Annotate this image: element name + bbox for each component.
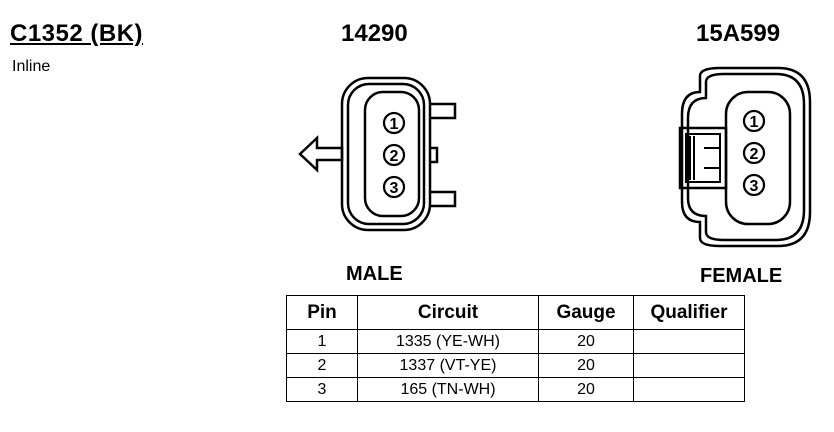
female-pin-1-label: 1 [750,114,759,131]
cell-qualifier [633,353,745,378]
male-latch-bottom [430,190,457,208]
header-circuit: Circuit [357,295,539,330]
connector-title: C1352 (BK) [10,20,144,47]
cell-circuit: 1335 (YE-WH) [357,329,539,354]
cell-qualifier [633,377,745,402]
cell-gauge: 20 [538,329,634,354]
female-pin-3-label: 3 [750,178,759,195]
male-pin-2 [382,143,406,167]
female-pin-2 [742,141,766,165]
cell-pin: 2 [286,353,358,378]
header-gauge: Gauge [538,295,634,330]
female-pin-3 [742,173,766,197]
cell-gauge: 20 [538,377,634,402]
male-latch-top [430,102,457,120]
female-housing-inner [686,72,806,242]
female-label: FEMALE [700,265,783,287]
table-row: 1 1335 (YE-WH) 20 [286,329,745,354]
table-row: 3 165 (TN-WH) 20 [286,377,745,402]
male-pin-1-label: 1 [390,116,399,133]
male-part-number: 14290 [341,20,408,47]
cell-circuit: 1337 (VT-YE) [357,353,539,378]
header-pin: Pin [286,295,358,330]
table-header-row: Pin Circuit Gauge Qualifier [286,295,745,330]
cell-gauge: 20 [538,353,634,378]
connector-location: Inline [12,58,51,75]
male-connector-diagram: 1 2 3 [298,76,457,232]
table-row: 2 1337 (VT-YE) 20 [286,353,745,378]
pinout-table: Pin Circuit Gauge Qualifier 1 1335 (YE-W… [286,295,745,402]
female-lock-tab [678,126,728,190]
female-lock-tab-inner [685,133,721,183]
cell-qualifier [633,329,745,354]
cell-pin: 3 [286,377,358,402]
female-pin-1 [742,109,766,133]
female-part-number: 15A599 [696,20,781,47]
male-pin-2-label: 2 [390,148,399,165]
male-pin-cavity [363,90,421,218]
male-pin-3-label: 3 [390,180,399,197]
male-label: MALE [346,263,403,285]
female-pin-2-label: 2 [750,146,759,163]
header-qualifier: Qualifier [633,295,745,330]
female-housing-outer [680,66,812,248]
male-pin-1 [382,111,406,135]
male-housing-outer [340,76,432,232]
female-connector-diagram: 1 2 3 [678,66,812,248]
male-pin-3 [382,175,406,199]
male-housing-inner [346,82,426,226]
cell-pin: 1 [286,329,358,354]
insertion-arrow-icon [298,135,344,173]
cell-circuit: 165 (TN-WH) [357,377,539,402]
male-latch-mid [430,146,439,164]
